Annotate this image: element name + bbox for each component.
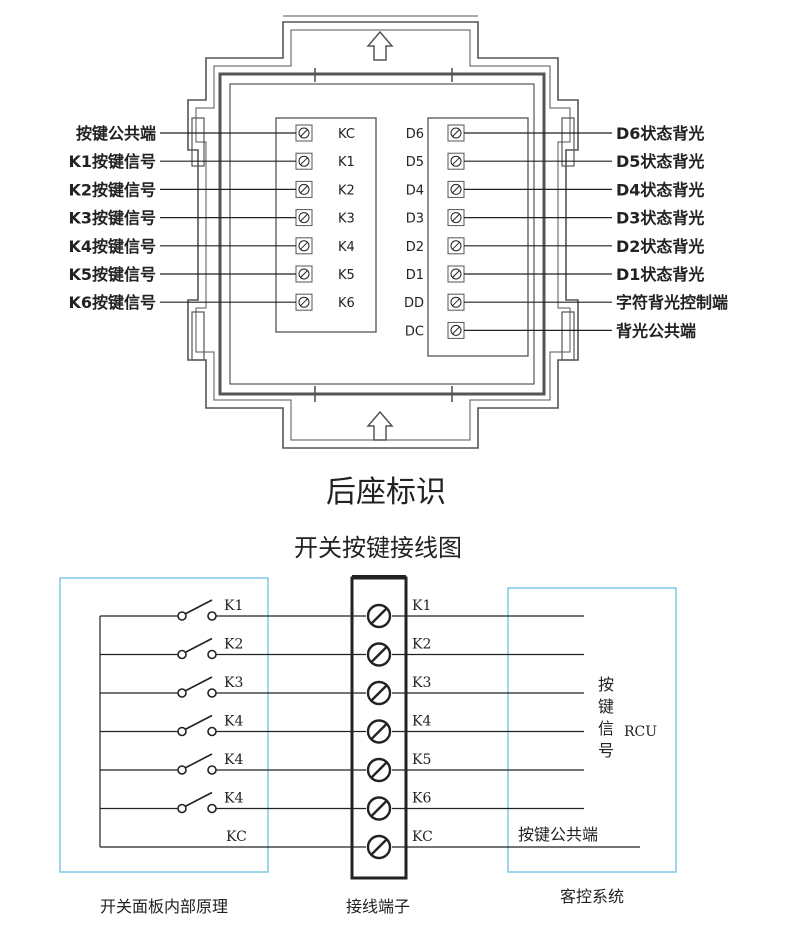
switch-label: K2 xyxy=(224,637,243,653)
terminal-screw-icon xyxy=(298,212,310,224)
up-arrow-icon xyxy=(366,30,394,61)
housing-outline xyxy=(187,21,579,449)
terminal-screw-icon xyxy=(450,296,462,308)
right-clip-bottom xyxy=(561,311,575,361)
left-callout-label: K6按键信号 xyxy=(68,293,156,312)
terminal-screw-icon xyxy=(450,183,462,195)
left-callout-label: K4按键信号 xyxy=(68,237,156,256)
right-callout-label: 字符背光控制端 xyxy=(616,293,728,312)
panel-caption: 开关面板内部原理 xyxy=(100,897,228,916)
right-terminal-label: D4 xyxy=(406,183,424,198)
left-terminal-label: K6 xyxy=(338,296,355,311)
panel-box xyxy=(59,577,269,873)
left-terminal-label: K4 xyxy=(338,240,355,255)
right-terminal-label: D6 xyxy=(406,127,424,142)
terminal-label: K6 xyxy=(412,791,431,807)
inner-frame-2 xyxy=(229,83,535,385)
right-terminal-block xyxy=(427,117,529,357)
right-terminal-label: D5 xyxy=(406,155,424,170)
terminal-label: K1 xyxy=(412,598,431,614)
terminal-screw-icon xyxy=(450,268,462,280)
terminal-caption: 接线端子 xyxy=(346,897,410,916)
terminal-screw-icon xyxy=(298,127,310,139)
system-caption: 客控系统 xyxy=(560,887,624,906)
terminal-screw-icon xyxy=(366,642,392,667)
up-arrow-icon xyxy=(366,410,394,441)
system-box xyxy=(507,587,677,873)
right-terminal-label: D2 xyxy=(406,240,424,255)
terminal-screw-icon xyxy=(450,212,462,224)
right-callout-label: 背光公共端 xyxy=(616,321,696,340)
left-terminal-label: K3 xyxy=(338,212,355,227)
terminal-screw-icon xyxy=(366,834,392,860)
rcu-signal-char: 键 xyxy=(598,697,614,716)
switch-label: K4 xyxy=(224,752,243,768)
terminal-screw-icon xyxy=(298,155,310,167)
left-callout-label: K1按键信号 xyxy=(68,152,156,171)
terminal-screw-icon xyxy=(298,240,310,252)
terminal-label: KC xyxy=(412,829,433,845)
terminal-screw-icon xyxy=(298,183,310,195)
left-terminal-block xyxy=(275,117,377,333)
right-terminal-label: DD xyxy=(404,296,424,311)
switch-icon xyxy=(177,791,217,814)
right-callout-label: D1状态背光 xyxy=(616,265,704,284)
right-callout-label: D2状态背光 xyxy=(616,237,704,256)
rear-caption: 后座标识 xyxy=(326,475,446,510)
right-terminal-label: D1 xyxy=(406,268,424,283)
common-label: KC xyxy=(226,829,247,845)
terminal-screw-icon xyxy=(450,240,462,252)
rcu-signal-char: 按 xyxy=(598,675,614,694)
switch-icon xyxy=(177,599,217,621)
terminal-screw-icon xyxy=(450,324,462,336)
right-callout-label: D5状态背光 xyxy=(616,152,704,171)
right-callout-label: D4状态背光 xyxy=(616,180,704,199)
terminal-screw-icon xyxy=(366,680,392,706)
terminal-screw-icon xyxy=(366,796,392,821)
wiring-title: 开关按键接线图 xyxy=(294,534,462,562)
left-clip-bottom xyxy=(191,311,205,361)
right-callout-label: D6状态背光 xyxy=(616,124,704,143)
switch-label: K4 xyxy=(224,714,243,730)
housing-inner-outline xyxy=(195,29,571,441)
rcu-common-label: 按键公共端 xyxy=(518,825,598,844)
terminal-screw-icon xyxy=(450,127,462,139)
switch-icon xyxy=(177,676,217,698)
rcu-signal-char: 信 xyxy=(598,719,614,738)
left-terminal-label: K1 xyxy=(338,155,355,170)
left-terminal-label: K2 xyxy=(338,183,355,198)
terminal-screw-icon xyxy=(366,719,392,744)
switch-icon xyxy=(177,637,217,660)
terminal-screw-icon xyxy=(366,603,392,629)
right-terminal-label: DC xyxy=(405,324,424,339)
left-clip-top xyxy=(191,117,205,167)
right-terminal-label: D3 xyxy=(406,212,424,227)
left-callout-label: K5按键信号 xyxy=(68,265,156,284)
switch-icon xyxy=(177,753,217,775)
right-clip-top xyxy=(561,117,575,167)
right-callout-label: D3状态背光 xyxy=(616,209,704,228)
rcu-signal-char: 号 xyxy=(598,741,614,760)
terminal-screw-icon xyxy=(298,268,310,280)
terminal-screw-icon xyxy=(366,757,392,783)
switch-label: K3 xyxy=(224,675,243,691)
switch-label: K1 xyxy=(224,598,243,614)
switch-icon xyxy=(177,714,217,737)
terminal-label: K2 xyxy=(412,637,431,653)
left-terminal-label: K5 xyxy=(338,268,355,283)
terminal-label: K4 xyxy=(412,714,431,730)
terminal-screw-icon xyxy=(298,296,310,308)
terminal-screw-icon xyxy=(450,155,462,167)
rear-socket xyxy=(187,15,579,449)
left-terminal-label: KC xyxy=(338,127,355,142)
terminal-label: K3 xyxy=(412,675,431,691)
left-callout-label: K3按键信号 xyxy=(68,209,156,228)
terminal-label: K5 xyxy=(412,752,431,768)
inner-frame xyxy=(218,72,546,396)
left-callout-label: K2按键信号 xyxy=(68,180,156,199)
switch-label: K4 xyxy=(224,791,243,807)
rcu-label: RCU xyxy=(624,724,657,740)
left-callout-label: 按键公共端 xyxy=(76,124,156,143)
